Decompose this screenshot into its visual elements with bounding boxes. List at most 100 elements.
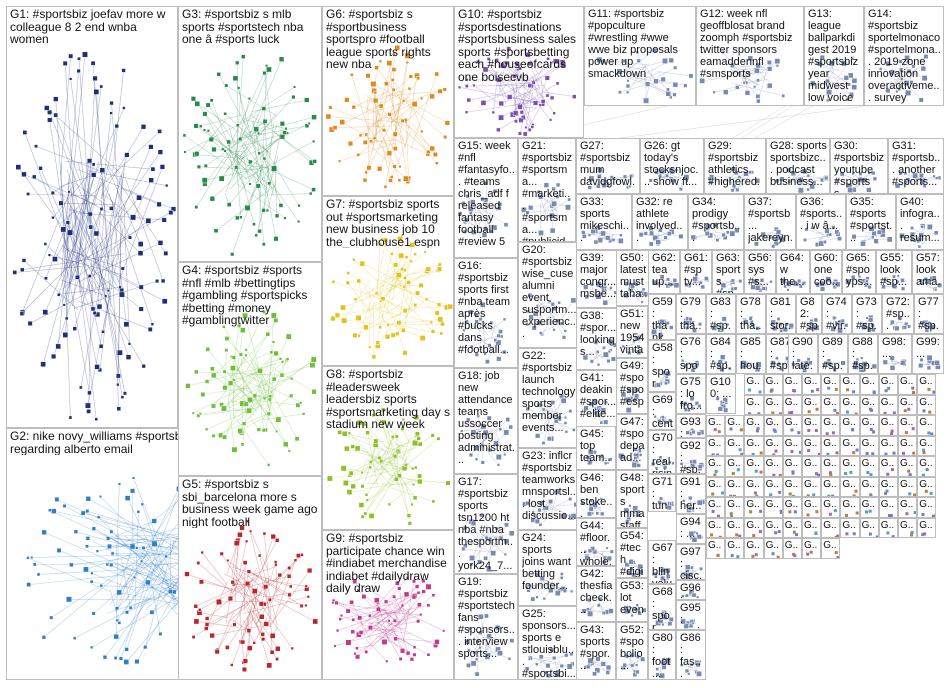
node-marker [871,430,875,434]
node-edge [239,86,295,123]
node-marker [744,90,751,96]
node-edge [534,64,564,83]
node-edge [250,361,265,399]
node-edge [412,105,423,132]
small-group-cell: G... [859,456,879,477]
node-marker [38,166,43,171]
node-marker [748,388,752,392]
group-g64: G64: w the... [776,250,810,294]
node-edge [357,448,401,469]
node-marker [368,345,372,349]
node-marker [242,658,248,664]
node-marker [442,629,446,633]
node-marker [738,447,742,451]
node-marker [409,259,413,263]
node-marker [380,407,386,412]
node-marker [807,428,811,432]
node-marker [416,590,421,595]
node-marker [140,502,145,507]
node-marker [371,354,377,360]
node-edge [258,389,265,431]
node-edge [227,325,240,405]
node-edge [217,612,234,651]
node-edge [186,573,253,598]
node-edge [391,130,412,178]
node-marker [912,451,916,455]
node-marker [522,131,528,137]
node-marker [261,242,266,247]
small-group-nodes [771,449,778,455]
node-marker [402,350,408,356]
node-marker [68,415,73,420]
node-marker [378,325,382,330]
node-edge [231,578,267,666]
node-marker [116,349,123,356]
node-marker [150,166,156,172]
node-marker [230,252,235,257]
node-marker [773,530,777,534]
node-marker [403,276,407,280]
node-marker [365,73,371,79]
node-edge [402,581,415,645]
node-edge [208,130,278,193]
node-marker [265,208,269,213]
node-edge [274,132,312,163]
group-label: G5: #sportsbiz s sbi_barcelona more s bu… [182,478,318,528]
node-edge [126,596,162,613]
small-group-nodes [779,509,782,514]
node-edge [364,117,381,181]
node-edge [621,50,655,75]
group-label: G72: #sp... [886,296,910,332]
small-group-nodes [846,388,856,394]
node-marker [72,326,77,331]
small-group-cell: G... [725,476,745,497]
node-edge [91,581,104,585]
node-edge [66,178,69,319]
small-group-cell: G... [821,435,841,456]
node-edge [212,368,272,415]
node-edge [339,142,396,162]
node-marker [233,540,240,546]
group-g18: G18: job new attendance teams ussoccer p… [454,368,518,474]
node-edge [345,469,395,484]
small-group-nodes [852,489,858,496]
node-edge [196,371,268,375]
small-group-cell: G... [821,517,841,538]
group-g91: G91: her... [676,474,706,514]
node-marker [394,580,400,586]
node-edge [224,573,316,622]
node-marker [123,659,130,665]
group-label: G32: re athlete involved... [636,196,683,244]
node-edge [362,483,384,517]
node-edge [228,141,234,179]
node-edge [60,163,71,418]
node-edge [239,571,250,617]
node-edge [14,266,82,273]
node-edge [355,285,382,300]
node-edge [501,87,540,104]
node-marker [712,90,716,94]
node-marker [466,97,472,103]
node-edge [396,282,438,314]
node-edge [386,269,403,288]
node-edge [496,82,534,86]
node-marker [415,431,420,437]
node-edge [226,534,241,574]
small-group-nodes [807,428,818,433]
node-marker [797,431,801,435]
node-edge [254,399,298,406]
node-marker [361,594,367,600]
group-label: G36: #sports... i w â... [800,196,843,232]
node-marker [420,129,424,134]
small-group-nodes [814,472,821,476]
node-edge [536,88,555,114]
node-edge [625,60,639,72]
node-marker [791,470,795,474]
node-edge [498,107,537,131]
small-group-cell: G... [802,435,822,456]
node-edge [383,421,405,449]
node-edge [222,130,252,150]
small-group-nodes [752,529,763,537]
node-marker [760,451,763,455]
